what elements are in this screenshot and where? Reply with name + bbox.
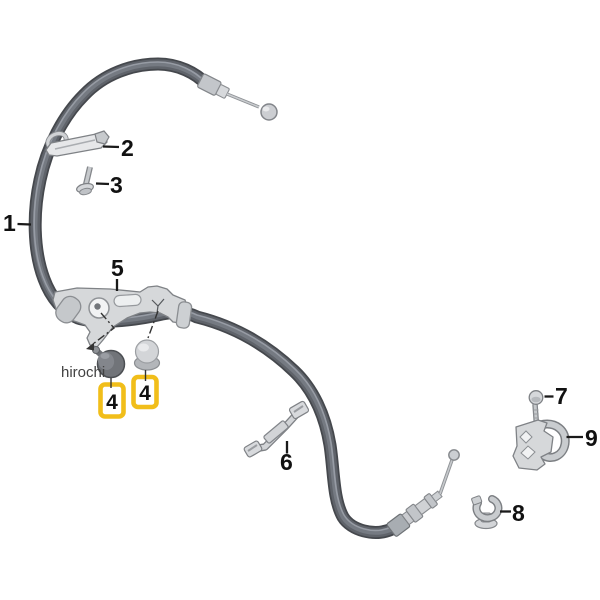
cable-nipple-top-highlight bbox=[262, 106, 270, 112]
part8-ring bbox=[473, 496, 502, 521]
cable-nipple-bottom bbox=[448, 449, 460, 461]
screw-part7 bbox=[528, 390, 544, 426]
leader-3 bbox=[95, 182, 110, 186]
part9-hook bbox=[537, 421, 569, 461]
cable-nipple-top bbox=[260, 103, 278, 121]
screw-part3 bbox=[76, 166, 94, 196]
part6-upper-clip-slot bbox=[293, 405, 304, 413]
part8-tab bbox=[471, 495, 483, 506]
callout-labels: 1 2 3 5 6 7 8 9 bbox=[3, 135, 598, 526]
callout-9: 9 bbox=[585, 425, 598, 451]
screw3-shaft bbox=[84, 166, 92, 185]
bracket5-hole-center bbox=[94, 303, 101, 310]
callout-1: 1 bbox=[3, 210, 16, 236]
holder-plate bbox=[45, 133, 108, 157]
part9-hole-lower bbox=[520, 445, 536, 460]
cable-bottom-adjuster bbox=[386, 490, 443, 537]
grommet-light-dome bbox=[134, 339, 160, 364]
screw7-head-inner bbox=[531, 396, 541, 403]
callout-3: 3 bbox=[110, 172, 123, 198]
link-bracket-part6 bbox=[243, 400, 310, 458]
holder-clip-part9 bbox=[512, 419, 570, 471]
holder-plate-slot bbox=[54, 139, 96, 150]
refline-arrowhead bbox=[86, 342, 94, 351]
part6-lower-clip bbox=[243, 440, 263, 458]
part6-mid-bar bbox=[263, 420, 289, 444]
screw7-threads bbox=[533, 409, 539, 419]
inner-cable-top bbox=[226, 93, 260, 108]
inner-cable-bottom bbox=[439, 459, 453, 495]
refline-grommet-light bbox=[147, 310, 159, 339]
clamp-part8 bbox=[471, 495, 503, 530]
holder-tab bbox=[94, 130, 110, 145]
grommet-light-part4 bbox=[133, 339, 161, 371]
grommet-dark-highlight bbox=[100, 353, 110, 359]
callout-2: 2 bbox=[121, 135, 134, 161]
watermark: hirochi bbox=[61, 364, 105, 381]
callout-7: 7 bbox=[555, 383, 568, 409]
callout-8: 8 bbox=[512, 500, 525, 526]
callout-5: 5 bbox=[111, 255, 124, 281]
part9-plate bbox=[512, 419, 554, 471]
grommet-dark-part4 bbox=[92, 346, 126, 379]
highlight-callout-4-left[interactable]: 4 bbox=[98, 378, 126, 419]
bracket5-right-clamp bbox=[175, 301, 193, 329]
mounting-bracket-part5 bbox=[52, 285, 193, 348]
bracket5-left-boot bbox=[55, 295, 82, 324]
part6-upper-clip bbox=[288, 400, 310, 420]
bracket5-plate bbox=[52, 285, 189, 348]
highlight-box-left[interactable] bbox=[98, 382, 126, 419]
callout-6: 6 bbox=[280, 449, 293, 475]
highlight-callout-4-right[interactable]: 4 bbox=[131, 370, 159, 410]
leader-2 bbox=[102, 145, 120, 149]
callout-4-left[interactable]: 4 bbox=[106, 391, 118, 414]
leader-lines bbox=[17, 145, 583, 513]
part6-lower-clip-slot bbox=[247, 444, 258, 452]
leader-1 bbox=[17, 222, 32, 226]
refline-grommet-dark bbox=[90, 312, 116, 347]
callout-4-right[interactable]: 4 bbox=[139, 382, 151, 405]
reference-lines bbox=[86, 310, 159, 351]
part9-hole-upper bbox=[519, 430, 533, 444]
bracket5-slot bbox=[113, 293, 142, 308]
cable-holder-part2 bbox=[45, 130, 110, 157]
cable-top-ferrule bbox=[197, 73, 230, 99]
screw3-flange bbox=[79, 187, 92, 196]
grommet-light-highlight bbox=[138, 343, 149, 352]
